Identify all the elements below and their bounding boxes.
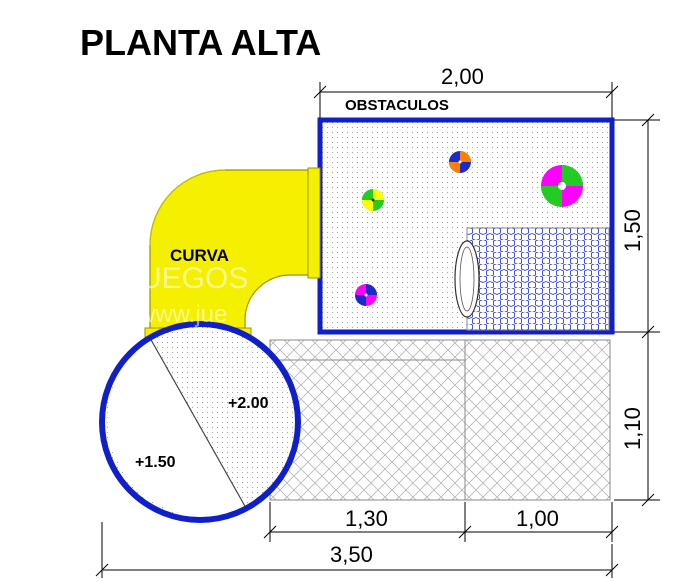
dim-total-width: 3,50: [330, 542, 373, 567]
dim-bottom-left: 1,30: [345, 506, 388, 531]
tunnel-opening: [454, 240, 480, 318]
dim-bottom-right: 1,00: [516, 506, 559, 531]
level-high-label: +2.00: [228, 395, 269, 412]
level-low-label: +1.50: [135, 454, 176, 471]
dimension-total: [95, 522, 619, 578]
dimension-top: [313, 82, 619, 118]
obstacle-ball-orange-blue: [449, 151, 471, 173]
dim-right-top-height: 1,50: [620, 209, 645, 252]
dim-top-width: 2,00: [441, 64, 484, 89]
dimension-bottom: [263, 502, 619, 542]
watermark-line1: JUEGOS: [125, 262, 248, 295]
curve-label: CURVA: [170, 246, 229, 265]
round-platform: [99, 321, 301, 523]
dim-right-bottom-height: 1,10: [620, 407, 645, 450]
watermark-line2: www.jue: [137, 301, 227, 328]
obstacles-label: OBSTACULOS: [345, 97, 449, 114]
obstacle-ball-green-yellow: [362, 189, 384, 211]
dimension-right: [614, 113, 660, 507]
mesh-area: [466, 227, 610, 331]
page-title: PLANTA ALTA: [80, 22, 321, 63]
lower-deck: [269, 339, 611, 501]
obstacle-ball-blue-magenta: [355, 284, 377, 306]
obstacle-ball-magenta-green: [541, 165, 583, 207]
